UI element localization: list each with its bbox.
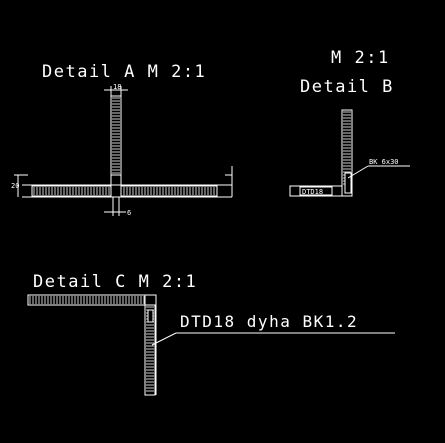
detail-c-vertical-board [144, 295, 157, 396]
detail-b-scale: M 2:1 [331, 48, 390, 68]
detail-a-top-dimension: 18 [104, 83, 128, 96]
detail-c-horizontal-board [27, 294, 157, 306]
detail-c-leader: DTD18 dyha BK1.2 [151, 312, 395, 346]
detail-b-callout-label: BK 6x30 [369, 158, 399, 166]
detail-a-horizontal-board [22, 166, 233, 198]
detail-a-bottom-dimension: 6 [104, 197, 131, 217]
detail-a-dim-top: 18 [113, 83, 121, 91]
detail-a-vertical-board [110, 95, 122, 189]
detail-c: Detail C M 2:1 DTD18 dyha BK1.2 [27, 272, 395, 396]
detail-a: Detail A M 2:1 18 20 [11, 62, 233, 217]
detail-c-title: Detail C M 2:1 [33, 272, 197, 292]
detail-b-board-label: DTD18 [302, 188, 323, 196]
detail-b-horizontal-board: DTD18 [289, 185, 343, 197]
detail-a-dim-bottom: 6 [127, 209, 131, 217]
detail-a-title: Detail A M 2:1 [42, 62, 206, 82]
detail-b-title: Detail B [300, 77, 394, 97]
detail-b-callout: BK 6x30 [347, 158, 410, 179]
detail-c-note: DTD18 dyha BK1.2 [180, 312, 358, 331]
detail-b: M 2:1 Detail B DTD18 BK 6x30 [289, 48, 410, 197]
detail-a-side-dimension: 20 [11, 174, 28, 197]
detail-b-vertical-board [341, 109, 353, 197]
detail-a-dim-side: 20 [11, 182, 19, 190]
